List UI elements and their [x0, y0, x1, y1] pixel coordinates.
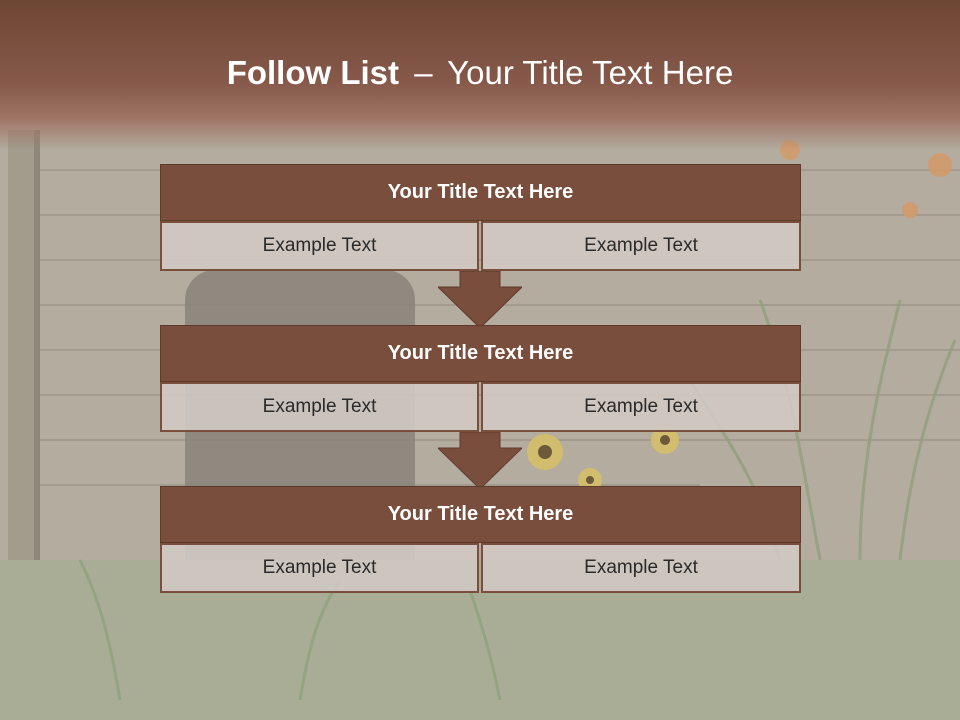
slide-title-separator: –: [414, 54, 433, 91]
step-title-1: Your Title Text Here: [160, 164, 801, 221]
step-1-right-cell: Example Text: [481, 221, 801, 271]
step-box-3: Your Title Text Here Example Text Exampl…: [160, 486, 801, 593]
down-arrow-icon: [438, 432, 522, 489]
step-1-left-cell: Example Text: [160, 221, 479, 271]
slide-title-rest: Your Title Text Here: [447, 54, 734, 91]
step-3-left-cell: Example Text: [160, 543, 479, 593]
header-band: [0, 0, 960, 150]
slide-title: Follow List – Your Title Text Here: [0, 54, 960, 92]
step-2-right-cell: Example Text: [481, 382, 801, 432]
step-title-2: Your Title Text Here: [160, 325, 801, 382]
slide-title-bold: Follow List: [226, 54, 400, 91]
step-2-left-cell: Example Text: [160, 382, 479, 432]
step-box-2: Your Title Text Here Example Text Exampl…: [160, 325, 801, 432]
step-title-3: Your Title Text Here: [160, 486, 801, 543]
down-arrow-icon: [438, 271, 522, 328]
step-3-right-cell: Example Text: [481, 543, 801, 593]
step-box-1: Your Title Text Here Example Text Exampl…: [160, 164, 801, 271]
